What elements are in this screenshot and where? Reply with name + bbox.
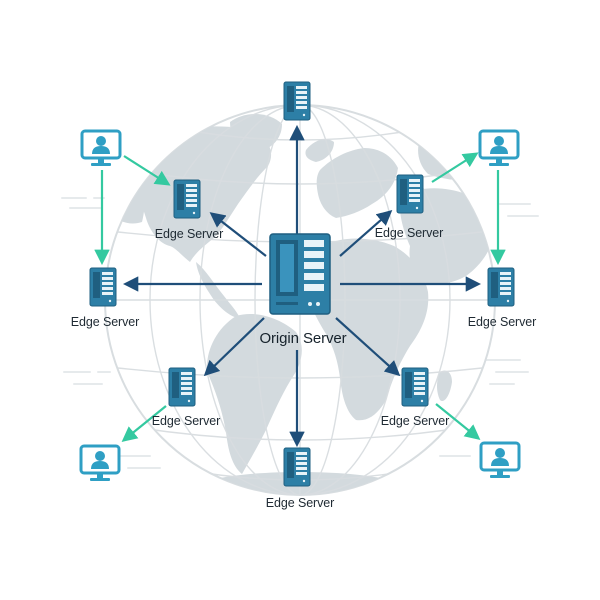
edge-server-right-icon bbox=[487, 267, 515, 307]
edge-server-label-right: Edge Server bbox=[467, 315, 537, 329]
arrow-origin-to-lower-right bbox=[335, 317, 401, 377]
client-bottom-right-icon bbox=[479, 441, 521, 480]
client-bottom-left-icon bbox=[79, 444, 121, 483]
edge-server-label-lower-right: Edge Server bbox=[380, 414, 450, 428]
arrow-edge-lower-right-to-client-br bbox=[435, 403, 481, 440]
edge-server-bottom-icon bbox=[283, 447, 311, 487]
edge-server-left-icon bbox=[89, 267, 117, 307]
edge-server-lower-right-icon bbox=[401, 367, 429, 407]
client-top-left-icon bbox=[80, 129, 122, 168]
arrow-origin-to-upper-left bbox=[209, 212, 267, 257]
edge-server-top-icon bbox=[283, 81, 311, 121]
origin-to-edge-arrows bbox=[122, 124, 482, 448]
origin-server-icon bbox=[269, 233, 331, 315]
edge-server-lower-left-icon bbox=[168, 367, 196, 407]
edge-server-upper-left-icon bbox=[173, 179, 201, 219]
client-top-right-icon bbox=[478, 129, 520, 168]
edge-server-label-bottom: Edge Server bbox=[265, 496, 335, 510]
arrow-edge-lower-left-to-client-bl bbox=[121, 405, 167, 442]
origin-server-label: Origin Server bbox=[259, 330, 347, 347]
edge-server-label-upper-right: Edge Server bbox=[374, 226, 444, 240]
background-streaks bbox=[61, 197, 539, 469]
arrow-origin-to-upper-right bbox=[339, 209, 393, 257]
edge-server-label-upper-left: Edge Server bbox=[154, 227, 224, 241]
arrow-origin-to-lower-left bbox=[203, 317, 265, 377]
client-arrows bbox=[94, 152, 506, 442]
arrow-client-tl-to-edge-upper-left bbox=[123, 155, 171, 186]
edge-server-label-left: Edge Server bbox=[70, 315, 140, 329]
arrow-edge-upper-right-to-client-tr bbox=[431, 152, 479, 183]
edge-server-label-lower-left: Edge Server bbox=[151, 414, 221, 428]
edge-server-upper-right-icon bbox=[396, 174, 424, 214]
